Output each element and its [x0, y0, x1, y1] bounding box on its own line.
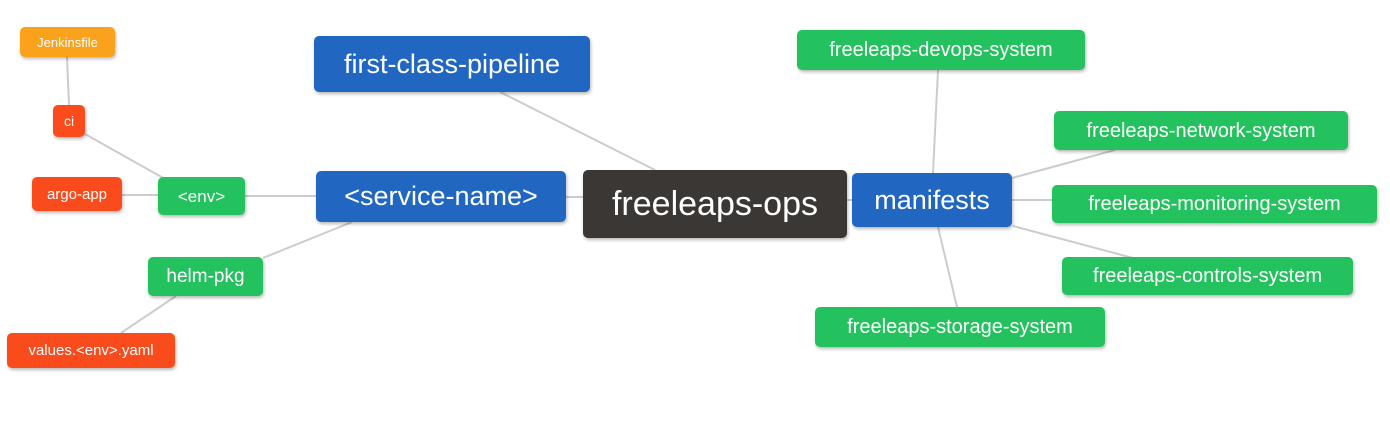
node-helm-pkg[interactable]: helm-pkg: [148, 257, 263, 296]
node-freeleaps-monitoring-system[interactable]: freeleaps-monitoring-system: [1052, 185, 1377, 223]
node-jenkinsfile[interactable]: Jenkinsfile: [20, 27, 115, 57]
edge-manifests--freeleaps-devops-system: [932, 69, 939, 174]
node-first-class-pipeline[interactable]: first-class-pipeline: [314, 36, 590, 92]
node-label: <env>: [177, 186, 226, 206]
edge-jenkinsfile--ci: [66, 56, 70, 106]
edge-manifests--freeleaps-controls-system: [1012, 225, 1134, 259]
edge-helm-pkg--service-name: [262, 221, 353, 259]
node-label: freeleaps-ops: [611, 185, 818, 223]
node-label: first-class-pipeline: [343, 48, 561, 79]
node-label: freeleaps-monitoring-system: [1088, 193, 1341, 215]
node-ci[interactable]: ci: [53, 105, 85, 137]
node-service-name[interactable]: <service-name>: [316, 171, 566, 222]
node-argo-app[interactable]: argo-app: [32, 177, 122, 211]
node-label: freeleaps-controls-system: [1093, 265, 1322, 287]
node-env[interactable]: <env>: [158, 177, 245, 215]
node-label: <service-name>: [344, 181, 538, 211]
edge-manifests--freeleaps-storage-system: [937, 226, 958, 308]
edge-ci--env: [84, 133, 166, 180]
node-label: argo-app: [46, 185, 108, 203]
node-freeleaps-devops-system[interactable]: freeleaps-devops-system: [797, 30, 1085, 70]
node-label: freeleaps-storage-system: [847, 316, 1073, 338]
node-label: values.<env>.yaml: [28, 342, 154, 359]
node-manifests[interactable]: manifests: [852, 173, 1012, 227]
edge-first-class-pipeline--freeleaps-ops: [499, 91, 656, 171]
node-freeleaps-storage-system[interactable]: freeleaps-storage-system: [815, 307, 1105, 347]
node-label: freeleaps-devops-system: [829, 39, 1053, 61]
node-label: manifests: [874, 184, 990, 215]
node-freeleaps-controls-system[interactable]: freeleaps-controls-system: [1062, 257, 1353, 295]
node-freeleaps-network-system[interactable]: freeleaps-network-system: [1054, 111, 1348, 150]
node-label: freeleaps-network-system: [1086, 119, 1316, 142]
node-label: helm-pkg: [166, 266, 245, 287]
node-label: Jenkinsfile: [37, 34, 98, 50]
edge-manifests--freeleaps-network-system: [1011, 149, 1116, 179]
node-freeleaps-ops[interactable]: freeleaps-ops: [583, 170, 847, 238]
node-label: ci: [63, 113, 75, 129]
edge-values-env-yaml--helm-pkg: [120, 295, 177, 334]
node-values-env-yaml[interactable]: values.<env>.yaml: [7, 333, 175, 368]
